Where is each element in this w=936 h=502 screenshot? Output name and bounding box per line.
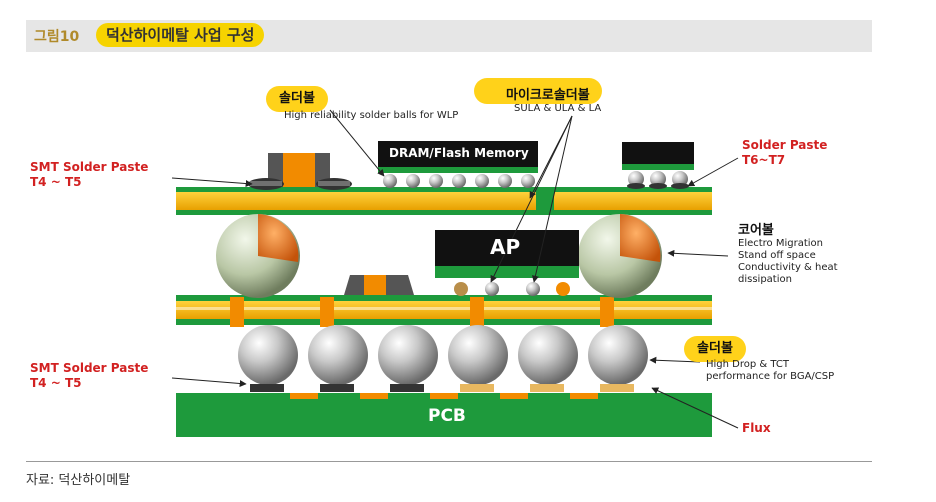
core-ball-desc-1: Electro Migration	[738, 238, 824, 249]
middle-substrate	[176, 295, 712, 327]
pcb-label: PCB	[428, 406, 466, 426]
solder-paste-line2: T6~T7	[742, 153, 786, 167]
smt-bottom-line2: T4 ~ T5	[30, 376, 82, 390]
solder-ball-top-pill: 솔더볼	[266, 86, 328, 112]
right-chip	[622, 142, 694, 164]
solder-ball-top-desc: High reliability solder balls for WLP	[284, 110, 459, 121]
bottom-paste-pads	[250, 384, 634, 399]
smt-solder-paste-bottom-label: SMT Solder Paste T4 ~ T5	[30, 361, 148, 391]
top-substrate	[176, 187, 712, 215]
figure-header: 그림10 덕산하이메탈 사업 구성	[26, 20, 872, 52]
solder-paste-line1: Solder Paste	[742, 138, 828, 152]
core-ball-desc-2: Stand off space	[738, 250, 816, 261]
bga-solder-balls	[238, 325, 648, 385]
core-ball-desc-3: Conductivity & heat	[738, 262, 838, 273]
solder-ball-bottom-desc: High Drop & TCT performance for BGA/CSP	[706, 359, 834, 383]
ap-label: AP	[490, 235, 521, 259]
micro-solder-ball-desc: SULA & ULA & LA	[514, 103, 602, 114]
solder-paste-right-label: Solder Paste T6~T7	[742, 138, 827, 168]
dram-solder-balls	[383, 174, 535, 188]
micro-solder-ball-title: 마이크로솔더볼	[506, 88, 590, 103]
solder-ball-bottom-desc-1: High Drop & TCT	[706, 359, 789, 370]
dram-label: DRAM/Flash Memory	[389, 146, 529, 160]
core-ball-desc-4: dissipation	[738, 274, 792, 285]
core-ball-left	[216, 214, 300, 298]
solder-ball-bottom-desc-2: performance for BGA/CSP	[706, 371, 835, 382]
figure-title: 덕산하이메탈 사업 구성	[96, 23, 265, 47]
smt-top-line1: SMT Solder Paste	[30, 160, 149, 174]
pcb-board	[176, 393, 712, 437]
smt-solder-paste-top-label: SMT Solder Paste T4 ~ T5	[30, 160, 148, 190]
smt-component-middle	[344, 275, 414, 295]
right-chip-balls	[627, 171, 689, 189]
dram-chip	[378, 141, 538, 167]
smt-top-line2: T4 ~ T5	[30, 175, 82, 189]
core-ball-right	[578, 214, 662, 298]
figure-number: 그림10	[34, 29, 80, 45]
micro-solder-ball-pill	[474, 78, 602, 104]
source-divider	[26, 461, 872, 462]
core-ball-title: 코어볼	[738, 223, 774, 238]
leader-lines	[171, 109, 739, 429]
source-note: 자료: 덕산하이메탈	[26, 473, 131, 488]
core-ball-desc: Electro Migration Stand off space Conduc…	[738, 238, 838, 286]
flux-label: Flux	[742, 421, 771, 435]
solder-ball-bottom-pill: 솔더볼	[684, 336, 746, 362]
ap-micro-balls	[454, 282, 570, 296]
smt-bottom-line1: SMT Solder Paste	[30, 361, 149, 375]
smt-paste-top	[248, 178, 352, 190]
ap-chip	[435, 230, 579, 266]
